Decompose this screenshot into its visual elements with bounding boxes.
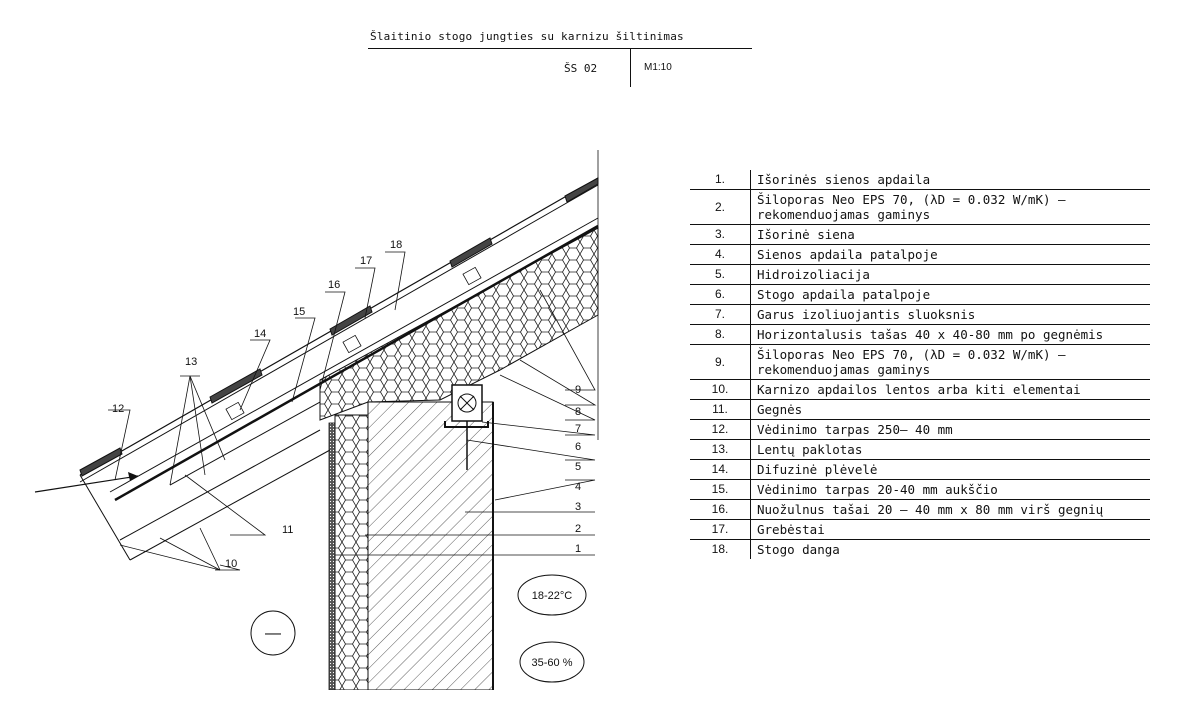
legend-row: 15.Vėdinimo tarpas 20-40 mm aukščio	[690, 480, 1150, 500]
callout-18: 18	[390, 239, 402, 251]
legend-row: 5.Hidroizoliacija	[690, 265, 1150, 285]
callout-3: 3	[575, 501, 581, 513]
callout-1: 1	[575, 543, 581, 555]
legend-row: 16.Nuožulnus tašai 20 – 40 mm x 80 mm vi…	[690, 500, 1150, 520]
legend-row: 8.Horizontalusis tašas 40 x 40-80 mm po …	[690, 325, 1150, 345]
svg-text:35-60 %: 35-60 %	[532, 657, 573, 669]
callout-9: 9	[575, 384, 581, 396]
legend-row: 10.Karnizo apdailos lentos arba kiti ele…	[690, 380, 1150, 400]
callout-14: 14	[254, 328, 266, 340]
indoor-temperature: 18-22°C	[517, 574, 587, 616]
callout-6: 6	[575, 441, 581, 453]
battens	[225, 266, 482, 421]
callout-10: 10	[225, 558, 237, 570]
drawing-code: ŠS 02	[564, 62, 598, 75]
drawing-scale: M1:10	[644, 62, 672, 73]
legend-row: 17.Grebėstai	[690, 520, 1150, 540]
ventilation-arrow	[34, 472, 139, 493]
wall-insulation	[334, 414, 369, 690]
callout-2: 2	[575, 523, 581, 535]
title-divider	[368, 48, 752, 49]
title-block: Šlaitinio stogo jungties su karnizu šilt…	[368, 26, 752, 88]
legend-row: 3.Išorinė siena	[690, 225, 1150, 245]
legend-row: 18.Stogo danga	[690, 540, 1150, 559]
drawing-title: Šlaitinio stogo jungties su karnizu šilt…	[370, 30, 684, 43]
leader-lines	[108, 251, 597, 571]
legend-row: 1.Išorinės sienos apdaila	[690, 170, 1150, 190]
svg-text:—: —	[265, 625, 281, 642]
callout-5: 5	[575, 461, 581, 473]
callout-12: 12	[112, 403, 124, 415]
legend-row: 12.Vėdinimo tarpas 250– 40 mm	[690, 420, 1150, 440]
exterior-finish	[328, 422, 336, 690]
legend-row: 4.Sienos apdaila patalpoje	[690, 245, 1150, 265]
legend-row: 2.Šiloporas Neo EPS 70, (λD = 0.032 W/mK…	[690, 190, 1150, 225]
legend-table: 1.Išorinės sienos apdaila 2.Šiloporas Ne…	[690, 170, 1150, 559]
callout-8: 8	[575, 406, 581, 418]
roof-layers	[79, 150, 599, 561]
legend-row: 6.Stogo apdaila patalpoje	[690, 285, 1150, 305]
legend-row: 11.Gegnės	[690, 400, 1150, 420]
horizontal-beam	[444, 384, 489, 470]
legend-row: 9.Šiloporas Neo EPS 70, (λD = 0.032 W/mK…	[690, 345, 1150, 380]
legend-row: 14.Difuzinė plėvelė	[690, 460, 1150, 480]
indoor-humidity: 35-60 %	[519, 641, 585, 683]
title-separator	[630, 49, 631, 87]
callout-7: 7	[575, 423, 581, 435]
callout-labels: 1 2 3 4 5 6 7 8 9 10 11 12 13 14 15 16 1…	[112, 239, 581, 570]
callout-17: 17	[360, 255, 372, 267]
callout-16: 16	[328, 279, 340, 291]
svg-text:18-22°C: 18-22°C	[532, 590, 573, 602]
callout-11: 11	[282, 524, 293, 536]
exterior-wall	[367, 401, 494, 690]
detail-drawing: 1 2 3 4 5 6 7 8 9 10 11 12 13 14 15 16 1…	[34, 150, 599, 690]
legend-row: 7.Garus izoliuojantis sluoksnis	[690, 305, 1150, 325]
callout-13: 13	[185, 356, 197, 368]
callout-15: 15	[293, 306, 305, 318]
roof-tiles	[79, 177, 599, 477]
callout-4: 4	[575, 481, 581, 493]
legend-row: 13.Lentų paklotas	[690, 440, 1150, 460]
exterior-symbol: —	[250, 610, 296, 656]
